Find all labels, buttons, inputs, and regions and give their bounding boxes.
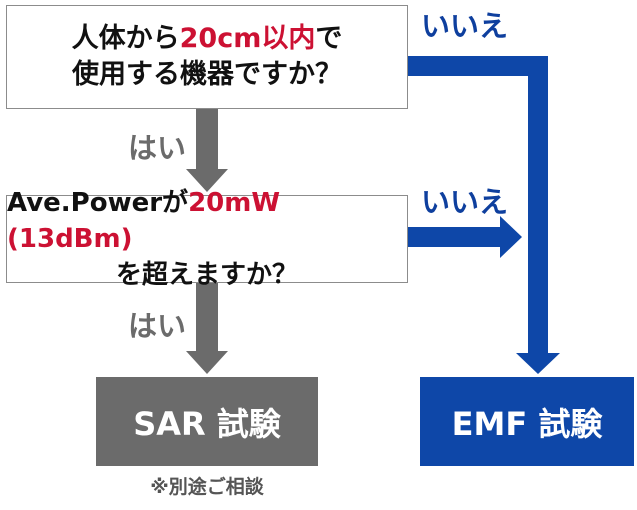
result-sar-test: SAR 試験 <box>96 377 318 466</box>
no-label-q2: いいえ <box>421 185 509 219</box>
question-power-line1: Ave.Powerが20mW (13dBm) <box>7 185 407 257</box>
question-distance-suffix: で <box>315 23 343 54</box>
question-distance-line2: 使用する機器ですか？ <box>72 59 342 90</box>
question-distance-threshold: 20cm以内 <box>179 23 316 54</box>
question-power-line2: を超えますか？ <box>115 260 298 290</box>
question-distance-prefix: 人体から <box>71 23 180 54</box>
arrow-q2-no <box>408 216 522 258</box>
question-power: Ave.Powerが20mW (13dBm) を超えますか？ <box>6 188 408 290</box>
question-power-prefix: Ave.Powerが <box>7 188 189 218</box>
arrow-q1-no <box>408 56 560 374</box>
question-distance: 人体から20cm以内で 使用する機器ですか？ <box>6 5 408 109</box>
yes-label-q2: はい <box>128 309 187 343</box>
no-label-q1: いいえ <box>421 9 509 43</box>
arrow-q2-yes <box>186 283 228 374</box>
yes-label-q1: はい <box>128 131 187 165</box>
question-distance-line1: 人体から20cm以内で <box>72 21 343 57</box>
sar-consult-note: ※別途ご相談 <box>150 476 264 498</box>
arrow-q1-yes <box>186 109 228 192</box>
result-emf-test: EMF 試験 <box>420 377 634 466</box>
question-power-threshold: 20mW (13dBm) <box>7 188 281 254</box>
